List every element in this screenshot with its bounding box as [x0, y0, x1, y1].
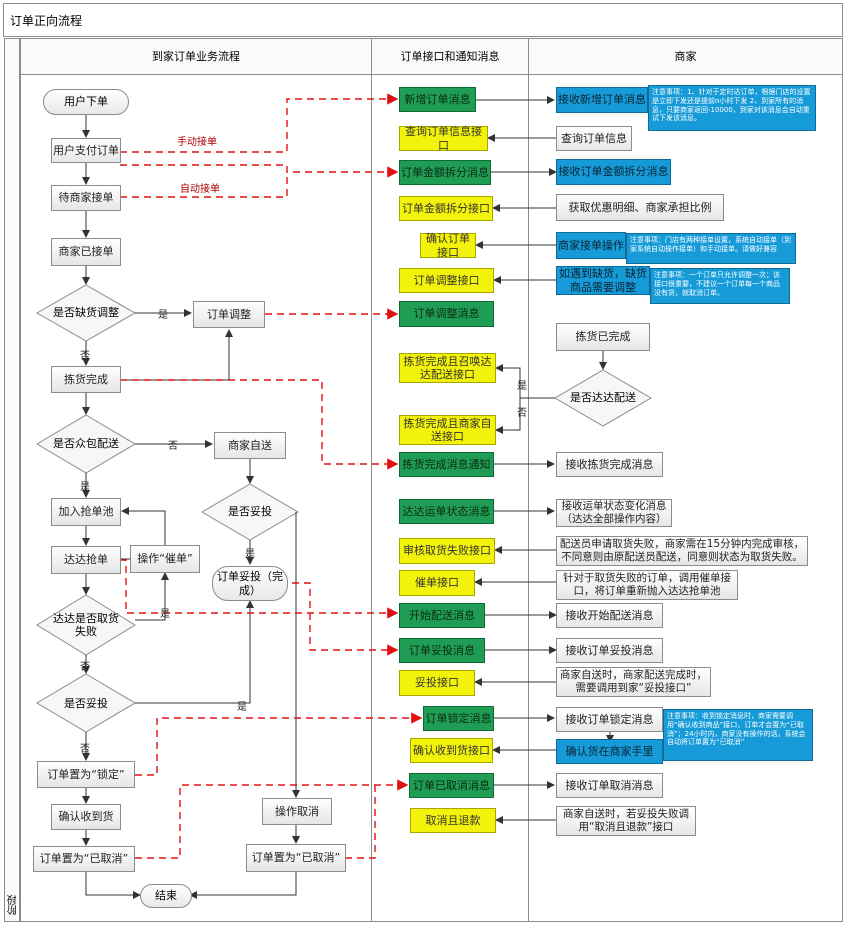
cancel-refund-api: 取消且退款: [410, 808, 496, 833]
query-info-node: 查询订单信息: [556, 126, 632, 151]
note-2: 注意事项：门店有两种接单设置，系统自动接单（到家系统自动操作接单）和手动接单。请…: [626, 233, 796, 264]
order-adjust-node: 订单调整: [193, 301, 265, 328]
cancel-msg: 订单已取消消息: [409, 773, 494, 798]
lane-left-header: 到家订单业务流程: [21, 39, 371, 75]
user-order-node: 用户下单: [43, 89, 129, 115]
accept-op-node: 商家接单操作: [556, 232, 626, 259]
no-label-5: 否: [517, 408, 527, 419]
black-flows: [82, 96, 614, 899]
recv-cancel-node: 接收订单取消消息: [556, 773, 663, 798]
start-delivery-msg: 开始配送消息: [399, 603, 485, 628]
pick-self-api: 拣货完成且商家自送接口: [399, 415, 496, 445]
diamonds: [35, 284, 652, 733]
note-4: 注意事项：收到锁定消息时，商家需要调用“确认收到商品”接口，订单才会置为“已取消…: [663, 709, 813, 761]
confirm-goods-api: 确认收到货接口: [410, 738, 493, 763]
adjust-msg: 订单调整消息: [399, 301, 494, 327]
set-cancel-left-node: 订单置为“已取消”: [33, 846, 135, 872]
review-text-node: 配送员申请取货失败，商家需在15分钟内完成审核，不同意则由原配送员配送，同意则状…: [556, 536, 808, 566]
is-delivered-self-label: 是否妥投: [228, 505, 272, 519]
end-node: 结束: [140, 884, 192, 908]
yes-label-1: 是: [158, 310, 168, 321]
urge-text-node: 针对于取货失败的订单，调用催单接口，将订单重新抛入达达抢单池: [556, 570, 738, 600]
user-pay-node: 用户支付订单: [51, 138, 121, 163]
review-fail-api: 审核取货失败接口: [399, 538, 495, 564]
set-cancel-mid-node: 订单置为“已取消”: [246, 844, 346, 872]
self-delivery-node: 商家自送: [214, 432, 286, 459]
recv-waybill-node: 接收运单状态变化消息（达达全部操作内容）: [556, 499, 672, 527]
note-3: 注意事项：一个订单只允许调整一次；该接口很重要，不建议一个订单每一个商品没有货，…: [650, 268, 790, 304]
waybill-msg: 达达运单状态消息: [399, 499, 494, 524]
join-pool-node: 加入抢单池: [51, 498, 121, 526]
wait-accept-node: 待商家接单: [51, 185, 121, 211]
note-1: 注意事项：1、针对于定时达订单，根据门店的设置是立即下发还是提前n小时下发 2、…: [648, 85, 816, 131]
manual-accept-label: 手动接单: [177, 137, 217, 148]
diamond-is-dada: [554, 369, 652, 427]
lane-middle-header: 订单接口和通知消息: [372, 39, 528, 75]
phase-column: 阶段: [4, 38, 20, 922]
fail-pick-label: 达达是否取货失败: [53, 611, 119, 638]
recv-split-node: 接收订单金额拆分消息: [556, 159, 671, 185]
recv-lock-node: 接收订单锁定消息: [556, 707, 663, 732]
red-dashed-flows: [120, 93, 423, 859]
recv-start-node: 接收开始配送消息: [556, 603, 663, 628]
yes-label-5: 是: [237, 702, 247, 713]
yes-label-2: 是: [80, 482, 90, 493]
split-api: 订单金额拆分接口: [399, 196, 493, 221]
page-title: 订单正向流程: [3, 3, 843, 37]
if-shortage-node: 如遇到缺货，缺货商品需要调整: [556, 266, 650, 295]
get-discount-node: 获取优惠明细、商家承担比例: [556, 194, 724, 221]
urge-op-node: 操作“催单”: [130, 545, 200, 573]
urge-api: 催单接口: [399, 570, 475, 596]
yes-label-3: 是: [245, 549, 255, 560]
set-locked-node: 订单置为“锁定”: [37, 761, 135, 788]
new-order-msg: 新增订单消息: [399, 87, 476, 112]
no-label-1: 否: [80, 351, 90, 362]
dada-grab-node: 达达抢单: [51, 546, 121, 574]
cancel-text-node: 商家自送时，若妥投失败调用“取消且退款”接口: [556, 806, 696, 836]
delivered-msg: 订单妥投消息: [399, 638, 485, 663]
recv-pick-node: 接收拣货完成消息: [556, 452, 663, 477]
no-label-2: 否: [168, 441, 178, 452]
recv-new-node: 接收新增订单消息: [556, 87, 648, 113]
is-crowd-label: 是否众包配送: [53, 437, 119, 451]
confirm-api: 确认订单接口: [420, 232, 476, 259]
lane-right-header: 商家: [529, 39, 842, 75]
no-label-3: 否: [80, 662, 90, 673]
split-msg: 订单金额拆分消息: [399, 160, 491, 185]
accepted-node: 商家已接单: [51, 238, 121, 266]
self-delivered-text-node: 商家自送时，商家配送完成时，需要调用到家“妥投接口”: [556, 667, 711, 697]
lane-middle: 订单接口和通知消息: [371, 38, 529, 922]
pick-done-node: 拣货已完成: [556, 323, 650, 351]
picked-node: 拣货完成: [51, 366, 121, 393]
is-shortage-label: 是否缺货调整: [53, 306, 119, 320]
lane-left: 到家订单业务流程: [20, 38, 372, 922]
delivered-done-node: 订单妥投（完成）: [212, 566, 288, 601]
adjust-api: 订单调整接口: [399, 268, 494, 293]
auto-accept-label: 自动接单: [180, 184, 220, 195]
is-dada-label: 是否达达配送: [570, 391, 636, 405]
yes-label-6: 是: [517, 381, 527, 392]
lane-right: 商家: [528, 38, 843, 922]
yes-label-4: 是: [160, 609, 170, 620]
op-cancel-node: 操作取消: [262, 798, 332, 825]
query-order-api: 查询订单信息接口: [399, 125, 488, 152]
is-delivered-label: 是否妥投: [64, 697, 108, 711]
confirm-received-node: 确认收到货: [51, 804, 121, 830]
no-label-4: 否: [80, 744, 90, 755]
pick-done-msg: 拣货完成消息通知: [399, 452, 494, 477]
delivered-api: 妥投接口: [399, 670, 475, 696]
recv-delivered-node: 接收订单妥投消息: [556, 638, 663, 663]
lock-msg: 订单锁定消息: [423, 706, 494, 731]
pick-call-api: 拣货完成且召唤达达配送接口: [399, 353, 496, 383]
confirm-goods-node: 确认货在商家手里: [556, 739, 663, 764]
